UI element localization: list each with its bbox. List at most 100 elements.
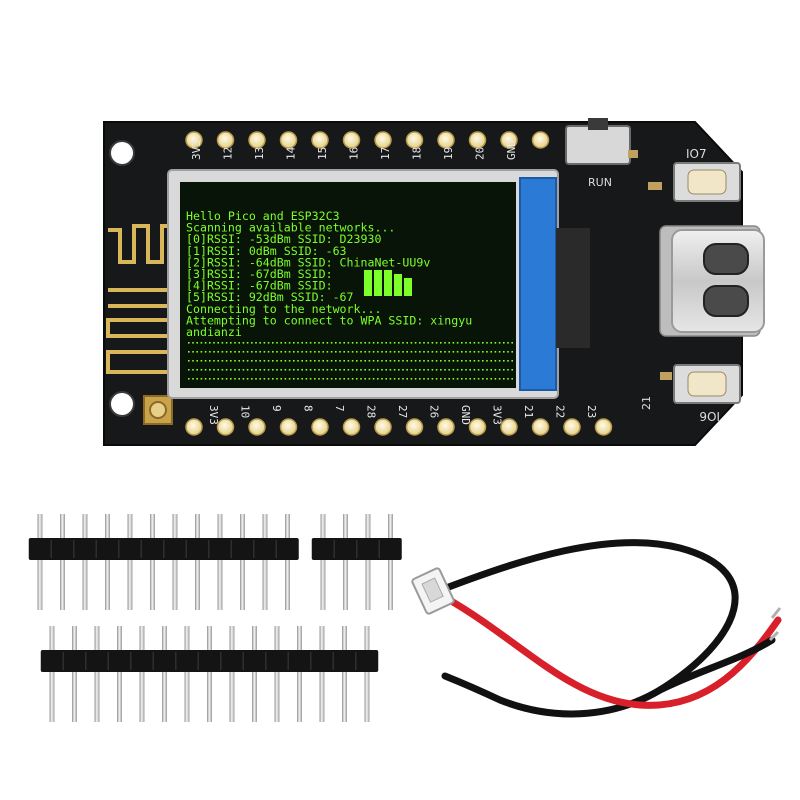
lcd-dot: [360, 369, 362, 371]
run-button[interactable]: [565, 118, 631, 165]
header-pin: [150, 514, 155, 610]
lcd-dot: [259, 378, 261, 380]
lcd-dot: [209, 360, 211, 362]
io7-button[interactable]: [673, 162, 741, 202]
lcd-dot: [482, 342, 484, 344]
lcd-dot: [406, 378, 408, 380]
lcd-dot: [360, 351, 362, 353]
header-pad: [437, 131, 455, 149]
lcd-dot: [200, 360, 203, 362]
lcd-dot: [263, 378, 266, 380]
lcd-dot: [347, 342, 350, 344]
lcd-dot: [507, 351, 509, 353]
lcd-dot: [318, 351, 320, 353]
lcd-screen: [180, 182, 516, 388]
lcd-dot: [494, 351, 497, 353]
lcd-dot: [427, 378, 429, 380]
bottom-pin-label: GND: [459, 405, 472, 425]
lcd-dot: [356, 351, 358, 353]
lcd-dot: [314, 378, 316, 380]
lcd-dot: [431, 351, 434, 353]
lcd-dot: [293, 360, 295, 362]
lcd-dot: [288, 369, 291, 371]
bottom-pin-label: 27: [396, 405, 409, 418]
lcd-dot: [251, 351, 253, 353]
lcd-dot: [188, 378, 190, 380]
wire-black-end: [656, 636, 776, 694]
lcd-dot: [419, 351, 421, 353]
lcd-dot: [234, 369, 236, 371]
lcd-dot: [389, 369, 392, 371]
lcd-dot: [335, 360, 337, 362]
lcd-dot: [326, 360, 329, 362]
lcd-dot: [398, 351, 400, 353]
header-pin: [229, 626, 235, 722]
lcd-dot: [284, 378, 287, 380]
lcd-dot: [213, 351, 215, 353]
lcd-dot: [276, 351, 278, 353]
header-bar: [40, 650, 379, 672]
lcd-dot: [440, 360, 442, 362]
lcd-text-line: Scanning available networks...: [186, 221, 395, 235]
lcd-dot: [280, 360, 282, 362]
lcd-dot: [364, 360, 366, 362]
lcd-dot: [486, 360, 488, 362]
lcd-dot: [448, 360, 450, 362]
jst-cable: [411, 539, 782, 718]
lcd-dot: [503, 351, 505, 353]
top-header-pads: [185, 131, 550, 149]
lcd-dot: [490, 360, 492, 362]
header-pin: [60, 514, 65, 610]
lcd-dot: [280, 369, 282, 371]
io6-button[interactable]: [673, 364, 741, 404]
lcd-dot: [465, 360, 467, 362]
lcd-dot: [360, 378, 362, 380]
lcd-dot: [448, 342, 450, 344]
lcd-dot: [217, 351, 219, 353]
lcd-dot: [503, 369, 505, 371]
lcd-dot: [406, 342, 408, 344]
header-pin: [162, 626, 167, 722]
lcd-dot: [406, 360, 408, 362]
lcd-dot: [322, 351, 324, 353]
lcd-dot: [330, 342, 333, 344]
lcd-dot: [335, 369, 337, 371]
lcd-dot: [259, 342, 261, 344]
lcd-dot: [498, 342, 501, 344]
top-pin-label: GND: [505, 140, 518, 160]
lcd-dot: [402, 360, 404, 362]
lcd-dot: [377, 360, 379, 362]
lcd-dot: [435, 342, 438, 344]
header-pin: [72, 626, 77, 722]
lcd-dot: [419, 378, 421, 380]
smd-component: [628, 150, 638, 158]
lcd-dot: [477, 360, 480, 362]
header-pad: [185, 418, 203, 436]
lcd-dot: [347, 351, 350, 353]
lcd-dot: [200, 351, 203, 353]
lcd-text-line: andianzi: [186, 325, 242, 339]
usb-c-port-icon[interactable]: [659, 225, 765, 337]
lcd-dot: [423, 378, 425, 380]
io6-label: IO6: [699, 409, 720, 423]
lcd-dot: [322, 369, 324, 371]
lcd-dot: [255, 369, 257, 371]
lcd-dot: [347, 369, 350, 371]
header-pad: [594, 418, 613, 436]
lcd-dot: [356, 378, 358, 380]
lcd-dot: [318, 342, 320, 344]
lcd-dot: [255, 378, 257, 380]
lcd-dot: [398, 378, 400, 380]
lcd-dot: [377, 342, 379, 344]
header-pin: [365, 514, 371, 610]
lcd-dot: [188, 351, 190, 353]
lcd-dot: [305, 351, 308, 353]
lcd-dot: [364, 351, 366, 353]
pin-header-12: [28, 514, 299, 610]
lcd-dot: [288, 351, 291, 353]
lcd-dot: [234, 342, 236, 344]
header-pad: [311, 131, 329, 149]
lcd-dot: [188, 342, 190, 344]
lcd-dot: [398, 369, 400, 371]
